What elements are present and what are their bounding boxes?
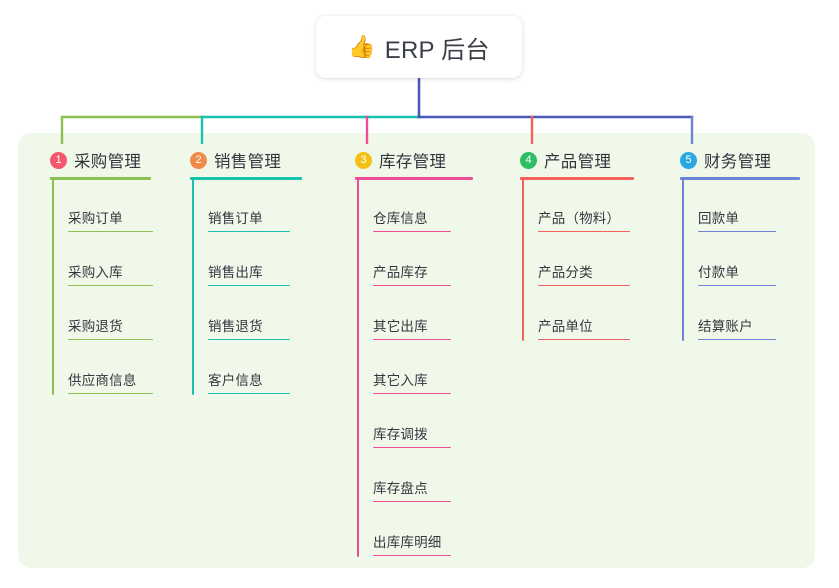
branch-header-rule: [680, 177, 800, 180]
branch-child-rule: [208, 284, 290, 286]
branch-header-rule: [190, 177, 302, 180]
branch-spine: [682, 177, 684, 341]
thumbs-up-icon: 👍: [348, 35, 376, 60]
branch-title: 库存管理: [379, 153, 447, 171]
branches-panel: [18, 133, 815, 568]
branch-child-rule: [68, 338, 153, 340]
branch-number-badge: 1: [50, 151, 67, 169]
branch-child-rule: [208, 338, 290, 340]
branch-child-label: 付款单: [698, 265, 740, 280]
branch-child-rule: [538, 230, 630, 232]
branch-child-rule: [68, 392, 153, 394]
branch-child-label: 库存盘点: [373, 481, 428, 496]
branch-child-label: 采购订单: [68, 211, 123, 226]
branch-child-rule: [373, 338, 451, 340]
branch-header-1[interactable]: 1 采购管理: [50, 148, 141, 172]
branch-child-label: 产品单位: [538, 319, 593, 334]
branch-child-rule: [373, 554, 451, 556]
branch-child-label: 其它出库: [373, 319, 428, 334]
branch-child-label: 客户信息: [208, 373, 263, 388]
branch-child-rule: [373, 284, 451, 286]
branch-header-rule: [355, 177, 473, 180]
branch-child-label: 回款单: [698, 211, 740, 226]
branch-spine: [52, 177, 54, 395]
branch-child-label: 采购退货: [68, 319, 123, 334]
branch-child-label: 产品库存: [373, 265, 428, 280]
branch-child-rule: [208, 230, 290, 232]
branch-child-label: 其它入库: [373, 373, 428, 388]
branch-child-rule: [373, 446, 451, 448]
branch-header-2[interactable]: 2 销售管理: [190, 148, 281, 172]
branch-header-4[interactable]: 4 产品管理: [520, 148, 611, 172]
branch-child-rule: [373, 500, 451, 502]
branch-number-badge: 3: [355, 151, 372, 169]
branch-child-label: 供应商信息: [68, 373, 137, 388]
branch-child-rule: [208, 392, 290, 394]
branch-spine: [192, 177, 194, 395]
branch-child-label: 出库库明细: [373, 535, 442, 550]
branch-child-label: 采购入库: [68, 265, 123, 280]
branch-header-rule: [520, 177, 634, 180]
branch-title: 产品管理: [544, 153, 612, 171]
branch-number-badge: 4: [520, 151, 537, 169]
root-node-content: 👍 ERP 后台: [348, 30, 489, 65]
branch-child-rule: [538, 284, 630, 286]
branch-child-rule: [698, 338, 776, 340]
branch-title: 销售管理: [214, 153, 282, 171]
branch-child-label: 产品分类: [538, 265, 593, 280]
branch-number-badge: 5: [680, 151, 697, 169]
branch-child-label: 结算账户: [698, 319, 753, 334]
branch-child-rule: [373, 230, 451, 232]
branch-child-label: 库存调拨: [373, 427, 428, 442]
branch-header-5[interactable]: 5 财务管理: [680, 148, 771, 172]
branch-child-rule: [68, 284, 153, 286]
branch-child-rule: [538, 338, 630, 340]
branch-header-rule: [50, 177, 151, 180]
branch-child-rule: [698, 230, 776, 232]
branch-spine: [522, 177, 524, 341]
branch-child-rule: [68, 230, 153, 232]
branch-child-rule: [698, 284, 776, 286]
branch-child-rule: [373, 392, 451, 394]
branch-header-3[interactable]: 3 库存管理: [355, 148, 446, 172]
branch-child-label: 销售退货: [208, 319, 263, 334]
root-title: ERP 后台: [384, 36, 490, 64]
branch-child-label: 仓库信息: [373, 211, 428, 226]
branch-child-label: 销售订单: [208, 211, 263, 226]
branch-spine: [357, 177, 359, 557]
root-node[interactable]: 👍 ERP 后台: [316, 16, 522, 78]
branch-child-label: 产品（物料）: [538, 211, 621, 226]
branch-title: 财务管理: [704, 153, 772, 171]
branch-child-label: 销售出库: [208, 265, 263, 280]
branch-number-badge: 2: [190, 151, 207, 169]
branch-title: 采购管理: [74, 153, 142, 171]
